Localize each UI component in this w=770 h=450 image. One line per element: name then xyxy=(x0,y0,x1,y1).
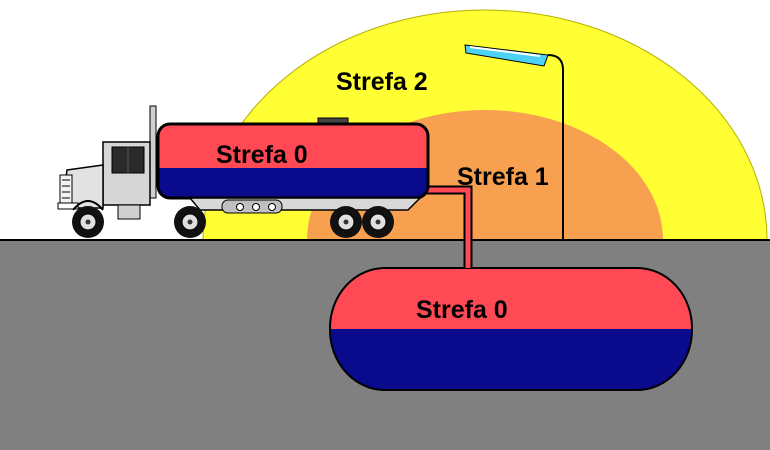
street-lamp xyxy=(464,44,564,240)
lamp-panel xyxy=(464,44,549,67)
trailer-chassis xyxy=(188,197,422,214)
underground-zone0-label: Strefa 0 xyxy=(416,296,508,324)
drive-wheel xyxy=(174,206,206,238)
tanker-zone0-label: Strefa 0 xyxy=(216,141,308,169)
fill-pipe xyxy=(425,185,473,268)
truck-wheels xyxy=(72,206,394,238)
truck-cab xyxy=(57,105,157,220)
zone1-label: Strefa 1 xyxy=(457,163,549,191)
trailer-wheel-1 xyxy=(330,206,362,238)
underground-tank xyxy=(329,267,693,391)
zone2-label: Strefa 2 xyxy=(336,68,428,96)
front-wheel xyxy=(72,206,104,238)
trailer-wheel-2 xyxy=(362,206,394,238)
